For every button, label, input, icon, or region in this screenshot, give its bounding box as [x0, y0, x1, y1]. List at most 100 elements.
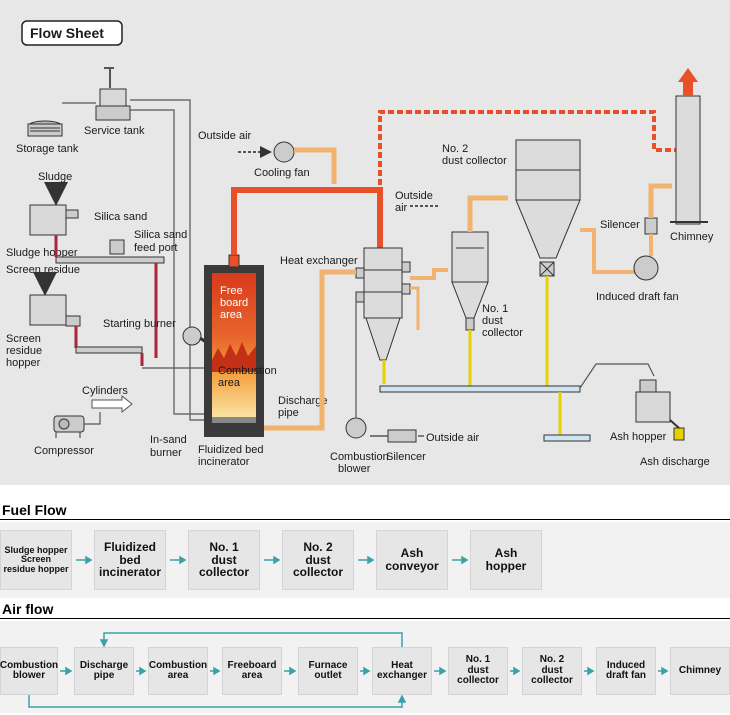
screen-residue-hopper: [29, 294, 67, 326]
silica-sand-feed-port: [109, 239, 125, 255]
sludge-hopper: [29, 204, 67, 236]
air-loop-bottom-head: [397, 694, 407, 703]
starting-burner-label: Starting burner: [103, 318, 176, 330]
air-flow-band: Combustion blower Discharge pipe Combust…: [0, 621, 730, 713]
combustion-blower-label-1: Combustion: [330, 451, 389, 463]
air-loop-top: [103, 632, 403, 647]
outside-air-mid-label-2: air: [395, 202, 408, 214]
no1-dust-collector-label-1: No. 1: [482, 303, 508, 315]
fuel-step-ash-hopper: Ash hopper: [470, 530, 542, 590]
chimney-label: Chimney: [670, 231, 714, 243]
air-flow-title: Air flow: [2, 601, 54, 617]
sludge-label: Sludge: [38, 171, 72, 183]
air-arrow-9: [661, 666, 669, 676]
no1-dust-collector: [451, 231, 489, 331]
flow-sheet-svg: Flow Sheet Storage tank Service tank Slu…: [6, 20, 714, 475]
fuel-flow-arrows: [76, 555, 469, 565]
free-board-label-2: board: [220, 297, 248, 309]
air-step-combustion-blower: Combustion blower: [0, 647, 58, 695]
heat-exchanger: [355, 247, 411, 361]
fuel-step-sludge-hopper: Sludge hopper Screen residue hopper: [0, 530, 72, 590]
air-step-induced-draft-fan: Induced draft fan: [596, 647, 656, 695]
no1-dust-collector-label-3: collector: [482, 327, 523, 339]
fuel-step-ash-conveyor: Ash conveyor: [376, 530, 448, 590]
silica-sand-feed-port-label-2: feed port: [134, 242, 177, 254]
free-board-label-3: area: [220, 309, 243, 321]
air-arrow-6: [439, 666, 447, 676]
fluidized-bed-label-2: incinerator: [198, 456, 250, 468]
compressor-label: Compressor: [34, 445, 94, 457]
cooling-fan: [273, 141, 295, 163]
combustion-blower-label-2: blower: [338, 463, 371, 475]
ash-discharge-label: Ash discharge: [640, 456, 710, 468]
silencer-bottom: [387, 429, 417, 443]
fluidized-bed-label-1: Fluidized bed: [198, 444, 263, 456]
induced-draft-fan: [633, 255, 659, 281]
combustion-blower: [345, 417, 367, 439]
screen-residue-label: Screen residue: [6, 264, 80, 276]
chimney: [670, 68, 708, 225]
outside-air-mid-label-1: Outside: [395, 190, 433, 202]
cylinders-label: Cylinders: [82, 385, 128, 397]
flow-sheet-title: Flow Sheet: [30, 25, 104, 41]
air-flow-rule: [0, 618, 730, 619]
cylinders-arrow: [91, 394, 133, 414]
silencer-right-label: Silencer: [600, 219, 640, 231]
heat-exchanger-label: Heat exchanger: [280, 255, 358, 267]
ash-hopper-label: Ash hopper: [610, 431, 667, 443]
in-sand-burner-label-1: In-sand: [150, 434, 187, 446]
outside-air-top-label: Outside air: [198, 130, 252, 142]
air-arrow-1: [65, 666, 73, 676]
fuel-arrow-2: [179, 555, 187, 565]
fluidized-bed-incinerator: [204, 254, 264, 437]
ash-discharge: [673, 427, 685, 441]
fuel-arrow-4: [367, 555, 375, 565]
silica-sand-label: Silica sand: [94, 211, 147, 223]
fuel-flow-rule: [0, 519, 730, 520]
screen-residue-hopper-label-1: Screen: [6, 333, 41, 345]
air-step-combustion-area: Combustion area: [148, 647, 208, 695]
screen-residue-conveyor: [75, 346, 143, 354]
air-loop-top-head: [99, 639, 109, 648]
no1-dust-collector-label-2: dust: [482, 315, 503, 327]
free-board-label-1: Free: [220, 285, 243, 297]
sludge-hopper-label: Sludge hopper: [6, 247, 78, 259]
air-arrow-5: [363, 666, 371, 676]
screen-residue-hopper-label-2: residue: [6, 345, 42, 357]
fuel-flow-title: Fuel Flow: [2, 502, 67, 518]
air-step-freeboard-area: Freeboard area: [222, 647, 282, 695]
title-box: [21, 20, 123, 46]
air-step-heat-exchanger: Heat exchanger: [372, 647, 432, 695]
air-arrow-3: [213, 666, 221, 676]
outside-air-bottom-label: Outside air: [426, 432, 480, 444]
ash-conveyor: [379, 385, 581, 393]
storage-tank-label: Storage tank: [16, 143, 79, 155]
combustion-area-label-1: Combustion: [218, 365, 277, 377]
air-step-furnace-outlet: Furnace outlet: [298, 647, 358, 695]
no2-dust-collector: [515, 139, 581, 277]
ash-hopper: [635, 391, 671, 423]
silencer-right: [644, 217, 658, 235]
silica-sand-feed-port-label-1: Silica sand: [134, 229, 187, 241]
in-sand-burner-label-2: burner: [150, 447, 182, 459]
storage-tank: [27, 120, 63, 137]
air-step-chimney: Chimney: [670, 647, 730, 695]
silencer-bottom-label: Silencer: [386, 451, 426, 463]
air-step-no2-dust-collector: No. 2 dust collector: [522, 647, 582, 695]
air-arrow-4: [289, 666, 297, 676]
air-arrow-2: [139, 666, 147, 676]
air-flow-arrows: [28, 632, 669, 708]
fuel-arrow-1: [85, 555, 93, 565]
air-arrow-8: [587, 666, 595, 676]
starting-burner: [182, 326, 202, 346]
sludge-conveyor: [55, 256, 165, 264]
service-tank: [95, 67, 131, 121]
fuel-step-no2-dust-collector: No. 2 dust collector: [282, 530, 354, 590]
no2-dust-collector-label-1: No. 2: [442, 143, 468, 155]
air-step-no1-dust-collector: No. 1 dust collector: [448, 647, 508, 695]
discharge-pipe-label-1: Discharge: [278, 395, 328, 407]
fuel-flow-band: Sludge hopper Screen residue hopper Flui…: [0, 522, 730, 598]
fuel-arrow-5: [461, 555, 469, 565]
discharge-pipe-label-2: pipe: [278, 407, 299, 419]
no2-dust-collector-label-2: dust collector: [442, 155, 507, 167]
